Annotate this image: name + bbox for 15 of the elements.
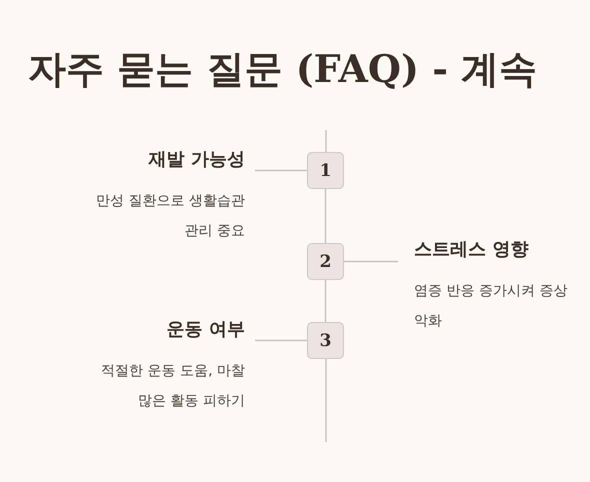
item-heading: 스트레스 영향 xyxy=(414,238,530,262)
connector-line xyxy=(324,189,326,243)
item-heading: 재발 가능성 xyxy=(147,148,245,172)
step-number-box: 1 xyxy=(307,152,344,189)
item-description: 적절한 운동 도움, 마찰 많은 활동 피하기 xyxy=(100,362,245,411)
connector-line xyxy=(344,260,398,262)
title: 자주 묻는 질문 (FAQ) - 계속 xyxy=(28,45,538,93)
connector-line xyxy=(255,340,307,342)
step-number-box: 2 xyxy=(307,243,344,280)
item-description: 만성 질환으로 생활습관 관리 중요 xyxy=(95,192,245,241)
step-number-box: 3 xyxy=(307,322,344,359)
connector-line xyxy=(255,170,307,172)
connector-line xyxy=(324,280,326,322)
item-description: 염증 반응 증가시켜 증상 악화 xyxy=(414,282,568,331)
item-heading: 운동 여부 xyxy=(166,318,245,342)
